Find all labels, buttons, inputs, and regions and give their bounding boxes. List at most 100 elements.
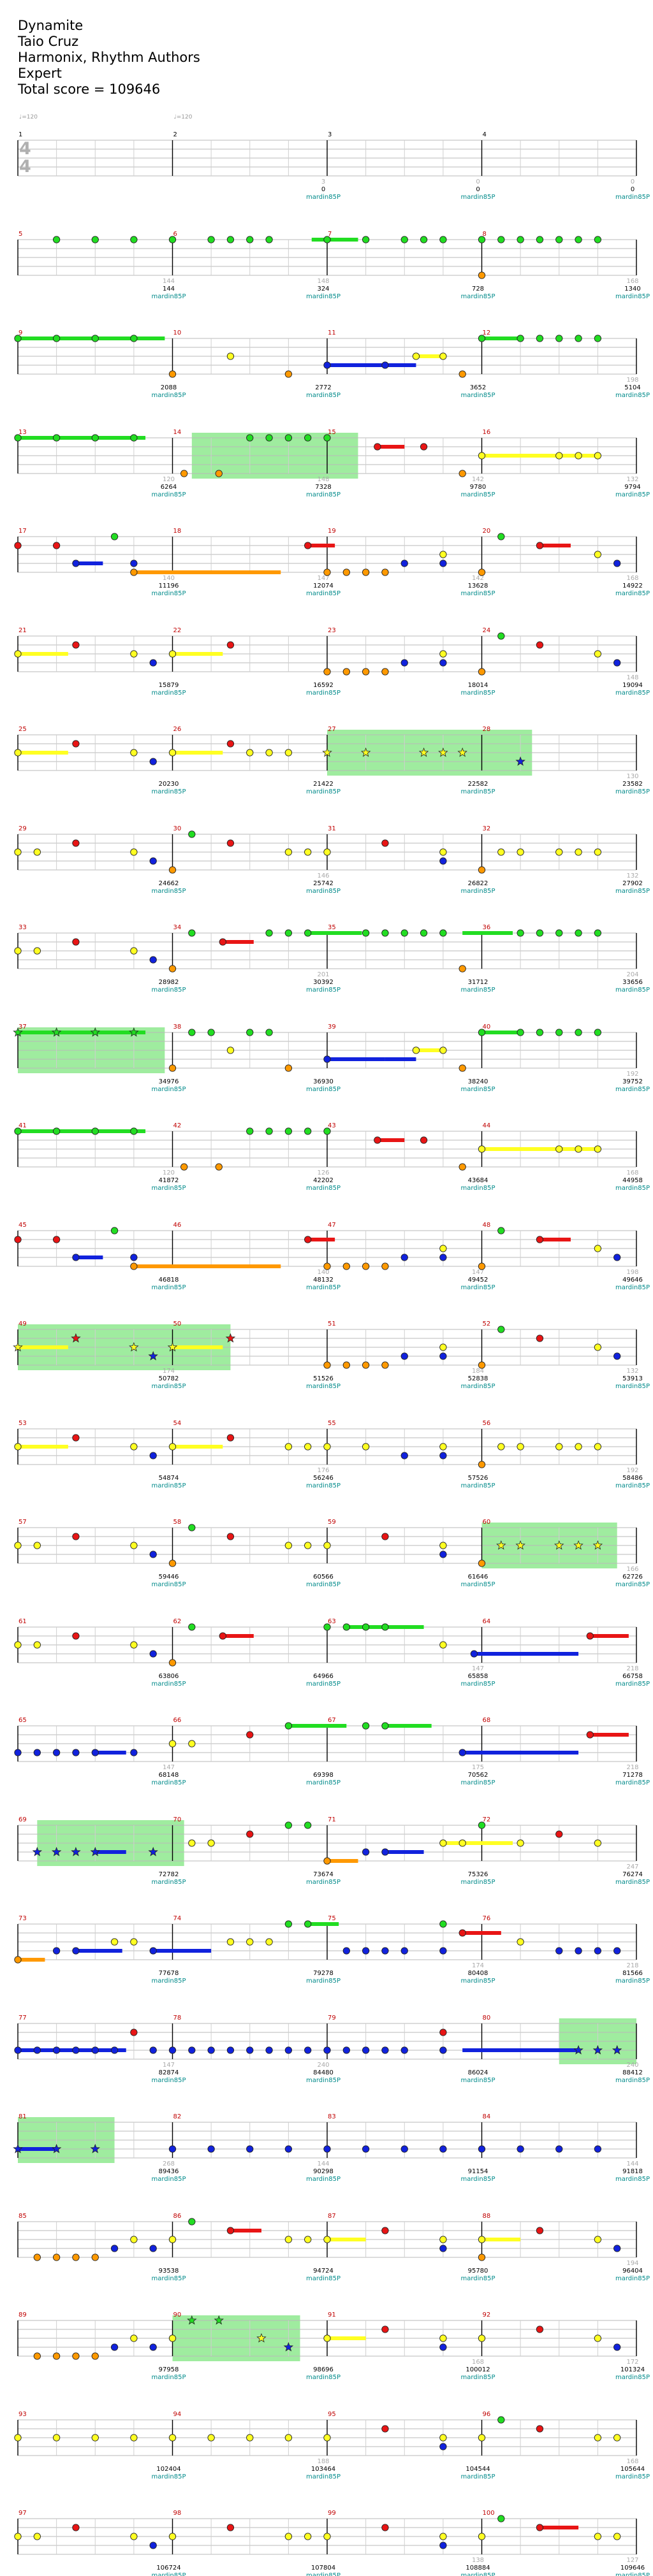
system-14: 5354874mardin85P5417656246mardin85P55575…	[14, 1420, 650, 1489]
note-orange	[215, 1163, 223, 1171]
author-label: mardin85P	[306, 1581, 341, 1588]
note-orange	[478, 1262, 486, 1270]
note-orange	[362, 568, 370, 576]
measure-note-count: 147	[317, 575, 329, 582]
note-blue	[149, 2343, 157, 2351]
measure-score: 53913	[622, 1375, 643, 1382]
note-blue	[130, 1749, 138, 1756]
note-blue	[439, 1551, 447, 1558]
measure-note-count: 132	[626, 872, 638, 879]
sustain-orange	[133, 1264, 281, 1268]
note-yellow	[594, 551, 602, 558]
measure-number: 54	[173, 1420, 182, 1427]
sustain-yellow	[416, 1048, 443, 1052]
measure-number: 85	[18, 2213, 27, 2220]
note-blue	[149, 1551, 157, 1558]
system-3: 92088mardin85P102772mardin85P113652mardi…	[14, 329, 650, 399]
note-orange	[323, 667, 331, 676]
measure-score: 26822	[468, 880, 488, 887]
note-orange	[52, 2352, 61, 2360]
note-blue	[149, 956, 157, 964]
note-blue	[381, 1848, 389, 1856]
note-red	[555, 1830, 563, 1838]
note-blue	[439, 1451, 447, 1459]
note-orange	[180, 469, 188, 477]
measure-score: 11196	[159, 582, 179, 590]
note-blue	[149, 758, 157, 765]
note-yellow	[478, 2334, 486, 2342]
note-yellow	[594, 1343, 602, 1351]
sustain-yellow	[18, 751, 68, 755]
measure-note-count: 0	[631, 178, 635, 185]
author-label: mardin85P	[306, 1482, 341, 1489]
note-yellow	[478, 2433, 486, 2442]
measure-note-count: 147	[472, 1269, 484, 1276]
note-blue	[439, 658, 447, 667]
note-blue	[439, 1253, 447, 1261]
measure-score: 80408	[468, 1970, 488, 1977]
time-signature-top: 4	[19, 139, 31, 159]
sustain-red	[377, 1138, 405, 1142]
measure-score: 81566	[622, 1970, 643, 1977]
star-note-yellow	[167, 1342, 178, 1352]
measure-score: 66758	[622, 1673, 643, 1680]
author-label: mardin85P	[460, 491, 495, 498]
measure-note-count: 247	[626, 1863, 638, 1870]
note-green	[188, 830, 196, 838]
measure-number: 78	[173, 2015, 182, 2022]
measure-score: 79278	[313, 1970, 334, 1977]
measure-score: 7328	[315, 484, 331, 491]
measure-note-count: 268	[163, 2160, 175, 2167]
note-yellow	[33, 1542, 41, 1549]
note-green	[265, 1127, 273, 1135]
measure-number: 7	[328, 231, 332, 238]
note-blue	[246, 2046, 254, 2054]
note-blue	[323, 1055, 331, 1063]
note-red	[72, 2524, 80, 2531]
note-blue	[613, 560, 621, 567]
note-yellow	[168, 1740, 177, 1747]
sustain-red	[590, 1733, 629, 1737]
author-label: mardin85P	[306, 690, 341, 697]
measure-number: 33	[18, 924, 27, 931]
measure-score: 6264	[161, 484, 177, 491]
note-green	[188, 1028, 196, 1036]
note-green	[52, 1127, 61, 1135]
note-yellow	[130, 947, 138, 955]
measure-score: 2088	[161, 384, 177, 391]
star-note-yellow	[256, 2333, 267, 2343]
note-green	[400, 235, 408, 243]
note-blue	[400, 2145, 408, 2153]
note-green	[130, 433, 138, 442]
measure-number: 75	[328, 1915, 336, 1922]
sustain-yellow	[416, 354, 443, 358]
system-23: 8997958mardin85P9098696mardin85P91168100…	[17, 2312, 650, 2381]
measure-score: 48132	[313, 1277, 334, 1284]
note-orange	[323, 1262, 331, 1270]
star-note-yellow	[457, 747, 467, 757]
note-green	[130, 1127, 138, 1135]
sustain-yellow	[481, 2237, 521, 2241]
sustain-yellow	[481, 453, 598, 458]
note-red	[374, 442, 381, 451]
measure-number: 86	[173, 2213, 182, 2220]
measure-note-count: 168	[626, 575, 638, 582]
sustain-blue	[95, 1849, 126, 1854]
measure-number: 42	[173, 1122, 182, 1129]
measure-number: 50	[173, 1321, 182, 1328]
measure-number: 23	[328, 627, 336, 634]
measure-note-count: 218	[626, 1962, 638, 1969]
author-label: mardin85P	[306, 2077, 341, 2084]
note-yellow	[168, 1442, 177, 1451]
note-red	[536, 640, 544, 649]
measure-number: 90	[173, 2312, 182, 2319]
note-green	[323, 1127, 331, 1135]
sustain-blue	[385, 363, 416, 367]
note-yellow	[594, 848, 602, 856]
measure-note-count: 192	[626, 1071, 638, 1078]
system-12: 4546818mardin85P4614048132mardin85P47147…	[14, 1222, 650, 1291]
author-label: mardin85P	[151, 491, 186, 498]
note-green	[342, 1623, 350, 1631]
note-blue	[91, 2046, 99, 2054]
tempo-mark: ♩=120	[19, 114, 38, 120]
